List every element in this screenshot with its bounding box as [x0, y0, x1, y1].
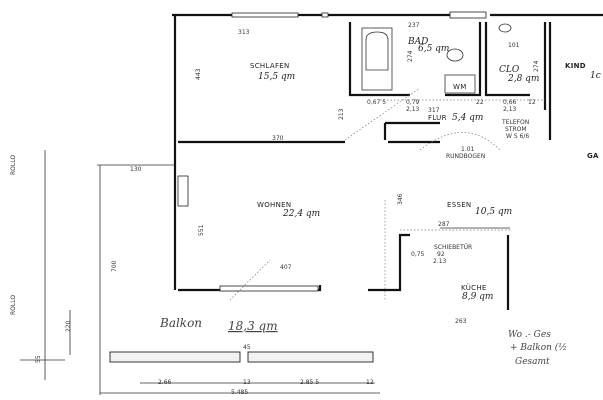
clo-side-dim: 274 [533, 60, 540, 72]
rundbogen-width: 1.01 [461, 146, 475, 153]
left-dim-220: 220 [65, 320, 72, 332]
kueche-label: KÜCHE [461, 283, 487, 292]
bathtub-icon [361, 27, 393, 91]
flur-area: 5,4 qm [452, 113, 483, 123]
flur-dim-a: 0,67 5 [367, 99, 386, 106]
wohnen-label: WOHNEN [257, 201, 291, 209]
dimension-lines [20, 87, 545, 394]
schlafen-depth: 443 [195, 68, 202, 80]
schlafen-width: 313 [238, 29, 250, 36]
telefon-line2: STROM [505, 126, 527, 133]
schiebetuer-dim-b: 92 [437, 251, 445, 258]
bad-top-dim: 237 [408, 22, 420, 29]
kind-label: KIND [565, 62, 586, 70]
essen-label: ESSEN [447, 201, 471, 209]
flur-dim-e: 0,66 [503, 99, 517, 106]
clo-top-dim: 101 [508, 42, 520, 49]
flur-dim-c: 2,13 [406, 106, 420, 113]
note-line2: + Balkon (½ [510, 342, 567, 353]
clo-label: CLO [499, 65, 520, 75]
windows [177, 11, 487, 292]
flur-dim-i: 213 [338, 108, 345, 120]
wohnen-side: 346 [397, 193, 404, 205]
schiebetuer-dim-a: 0,75 [411, 251, 425, 258]
wohnen-depth: 551 [198, 224, 205, 236]
schlafen-area: 15,5 qm [258, 72, 295, 82]
kueche-width: 263 [455, 318, 467, 325]
telefon-line3: W S 6/6 [506, 133, 529, 140]
flur-dim-h: 12 [528, 99, 536, 106]
kind-area: 1c [590, 71, 601, 81]
note-line3: Gesamt [515, 357, 550, 367]
washing-machine-label: WM [453, 83, 467, 91]
balkon-side-dim: 130 [130, 166, 142, 173]
toilet-icon [444, 23, 512, 94]
rollo-label-top: ROLLO [10, 155, 17, 175]
clo-area: 2,8 qm [507, 74, 539, 84]
bad-label: BAD [407, 37, 428, 47]
walls [172, 13, 603, 310]
balkon-label: Balkon [159, 316, 202, 330]
flur-dim-f: 2,13 [503, 106, 517, 113]
balcony-railings [97, 164, 374, 395]
left-dim-55: 55 [35, 355, 42, 363]
bad-side-dim: 274 [407, 50, 414, 62]
flur-dim-b: 0,79 [406, 99, 420, 106]
telefon-line1: TELEFON [501, 119, 529, 126]
wohnen-width: 407 [280, 264, 292, 271]
total-dim: 5.485 [231, 389, 248, 396]
ga-label: GA [587, 152, 599, 160]
schiebetuer-dim-c: 2.13 [433, 258, 447, 265]
schlafen-bottom: 370 [272, 135, 284, 142]
flur-label: FLUR [428, 114, 447, 122]
kueche-area: 8,9 qm [462, 292, 493, 302]
essen-area: 10,5 qm [475, 207, 512, 217]
balkon-depth-dim: 700 [111, 260, 118, 272]
bottom-dim-1: 2.66 [158, 379, 172, 386]
rollo-label-bottom: ROLLO [10, 295, 17, 315]
wohnen-area: 22,4 qm [282, 209, 320, 219]
schlafen-label: SCHLAFEN [250, 62, 290, 70]
schiebetuer-label: SCHIEBETÜR [434, 244, 472, 251]
note-line1: Wo .- Ges [508, 330, 551, 340]
bottom-dim-2: 13 [243, 379, 251, 386]
flur-dim-d: 317 [428, 107, 440, 114]
essen-width: 287 [438, 221, 450, 228]
balkon-area: 18,3 qm [228, 319, 278, 333]
rail-gap-dim: 45 [243, 344, 251, 351]
bottom-dim-3: 2.85 5 [300, 379, 319, 386]
bad-area: 6,5 qm [418, 44, 449, 54]
rundbogen-label: RUNDBOGEN [446, 153, 485, 160]
bottom-dim-4: 12 [366, 379, 374, 386]
flur-dim-g: 22 [476, 99, 484, 106]
